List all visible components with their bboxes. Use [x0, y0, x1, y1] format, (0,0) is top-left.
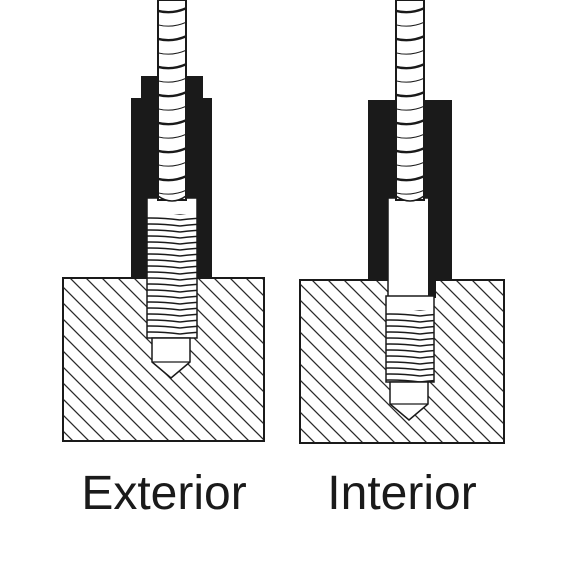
interior-drill-bit	[395, 0, 425, 201]
interior-screw-tip	[389, 381, 429, 421]
interior-sleeve-bore	[387, 197, 433, 299]
exterior-illustration	[62, 0, 265, 442]
exterior-drill-bit	[157, 0, 187, 201]
interior-illustration	[299, 0, 505, 444]
interior-caption: Interior	[327, 467, 477, 520]
exterior-screw-tip	[151, 337, 191, 379]
exterior-caption: Exterior	[81, 467, 247, 520]
